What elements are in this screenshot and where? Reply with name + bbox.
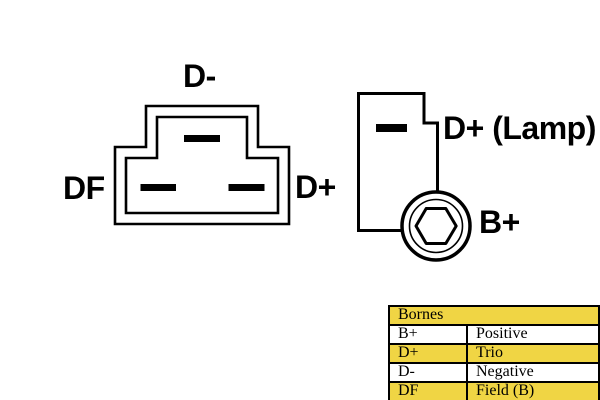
label-df: DF xyxy=(63,170,105,206)
terminal-code-cell: B+ xyxy=(388,324,468,345)
terminal-desc-cell: Positive xyxy=(466,324,600,345)
terminal-desc-cell: Trio xyxy=(466,343,600,364)
side-terminal-slot xyxy=(376,124,407,132)
table-row: DF Field (B) xyxy=(388,381,600,400)
terminal-desc-cell: Negative xyxy=(466,362,600,383)
terminal-slot-right xyxy=(228,184,265,191)
terminal-legend-table: Bornes B+ Positive D+ Trio D- Negative D… xyxy=(388,305,600,400)
connector-outer-outline xyxy=(113,104,291,226)
bplus-post-inner-ring xyxy=(408,198,464,254)
label-d-plus-lamp: D+ (Lamp) xyxy=(443,110,596,146)
table-row: D- Negative xyxy=(388,362,600,383)
label-d-plus: D+ xyxy=(295,169,336,205)
bplus-post-hex-nut xyxy=(414,207,458,245)
alternator-side-view xyxy=(357,92,472,262)
label-b-plus: B+ xyxy=(479,204,520,240)
terminal-slot-top xyxy=(184,135,220,142)
terminal-desc-cell: Field (B) xyxy=(466,381,600,400)
terminal-code-cell: D+ xyxy=(388,343,468,364)
label-d-minus: D- xyxy=(183,58,216,94)
terminal-code-cell: DF xyxy=(388,381,468,400)
bplus-post-outer-ring xyxy=(400,190,472,262)
connector-front-view xyxy=(113,104,291,226)
table-header-row: Bornes xyxy=(388,305,600,326)
table-row: D+ Trio xyxy=(388,343,600,364)
table-row: B+ Positive xyxy=(388,324,600,345)
terminal-slot-left xyxy=(140,184,176,191)
side-view-outline xyxy=(357,92,439,232)
connector-inner-outline xyxy=(124,115,280,215)
terminal-code-cell: D- xyxy=(388,362,468,383)
table-header-bornes: Bornes xyxy=(388,305,600,326)
